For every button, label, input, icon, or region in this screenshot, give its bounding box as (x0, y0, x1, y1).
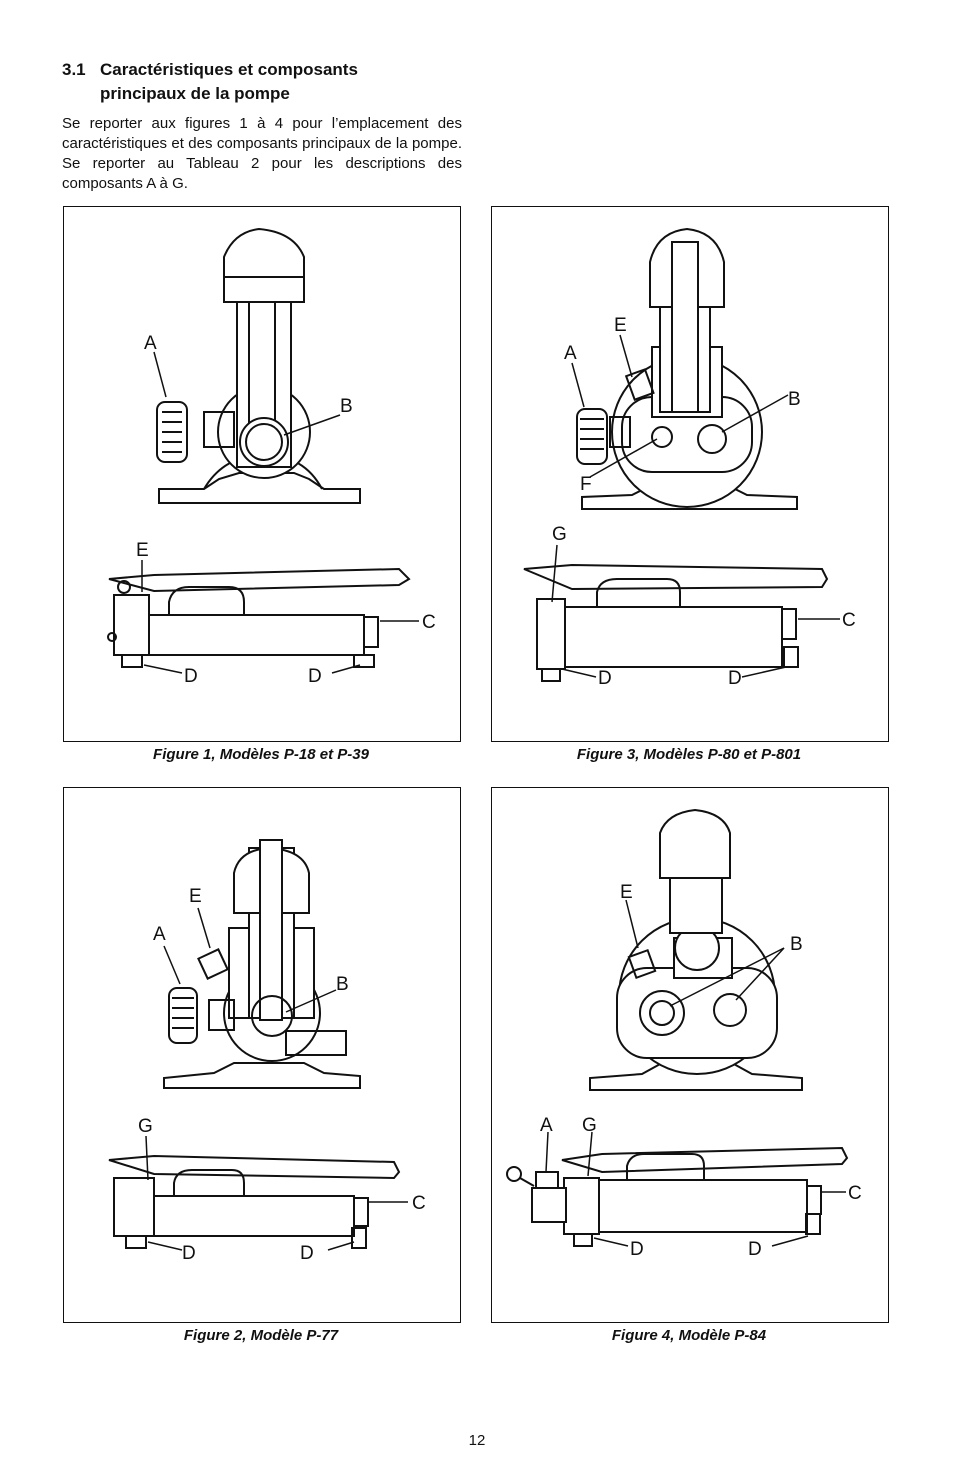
figure-4-label-d2: D (748, 1239, 762, 1260)
page-number: 12 (468, 1432, 486, 1449)
figure-4-label-g: G (582, 1115, 597, 1136)
figure-1-drawing: A B E C D D (107, 227, 436, 687)
section-title-line1: Caractéristiques et composants (100, 60, 358, 79)
section-heading: 3.1 Caractéristiques et composants princi… (62, 58, 482, 106)
figure-1-label-b: B (340, 396, 353, 417)
figure-3-label-d2: D (728, 668, 742, 689)
figure-3-frame: E A B F G C D D (491, 206, 889, 742)
figure-2-drawing: E A B G C D D (108, 839, 426, 1264)
figure-2-caption: Figure 2, Modèle P-77 (183, 1327, 339, 1344)
figure-3-label-b: B (788, 389, 801, 410)
figure-4-label-e: E (620, 882, 633, 903)
figure-3-label-c: C (842, 610, 856, 631)
figure-2-label-b: B (336, 974, 349, 995)
figure-2-label-g: G (138, 1116, 153, 1137)
figure-1-label-a: A (144, 333, 157, 354)
figure-4-label-d1: D (630, 1239, 644, 1260)
figure-3-label-d1: D (598, 668, 612, 689)
figure-2-label-d2: D (300, 1243, 314, 1264)
figure-4-caption: Figure 4, Modèle P-84 (611, 1327, 767, 1344)
figure-4-drawing: E B A G C D D (506, 808, 862, 1260)
figure-3-label-g: G (552, 524, 567, 545)
figure-3-label-a: A (564, 343, 577, 364)
figure-4-frame: E B A G C D D (491, 787, 889, 1323)
figure-1-label-d2: D (308, 666, 322, 687)
section-title-line2: principaux de la pompe (100, 84, 290, 103)
figure-2-label-c: C (412, 1193, 426, 1214)
figure-3-label-e: E (614, 315, 627, 336)
figure-2-label-d1: D (182, 1243, 196, 1264)
figure-1-label-e: E (136, 540, 149, 561)
figure-4-label-b: B (790, 934, 803, 955)
figure-1-caption: Figure 1, Modèles P-18 et P-39 (153, 746, 369, 763)
figure-3-label-f: F (580, 474, 592, 495)
figure-2-label-e: E (189, 886, 202, 907)
section-number: 3.1 (62, 60, 86, 79)
figure-1-label-c: C (422, 612, 436, 633)
figure-2-frame: E A B G C D D (63, 787, 461, 1323)
figure-3-caption: Figure 3, Modèles P-80 et P-801 (576, 746, 802, 763)
figure-1-frame: A B E C D D (63, 206, 461, 742)
figure-3-drawing: E A B F G C D D (523, 227, 856, 689)
intro-paragraph: Se reporter aux figures 1 à 4 pour l’emp… (62, 115, 462, 192)
figure-2-label-a: A (153, 924, 166, 945)
figure-4-label-a: A (540, 1115, 553, 1136)
figure-4-label-c: C (848, 1183, 862, 1204)
figure-1-label-d1: D (184, 666, 198, 687)
